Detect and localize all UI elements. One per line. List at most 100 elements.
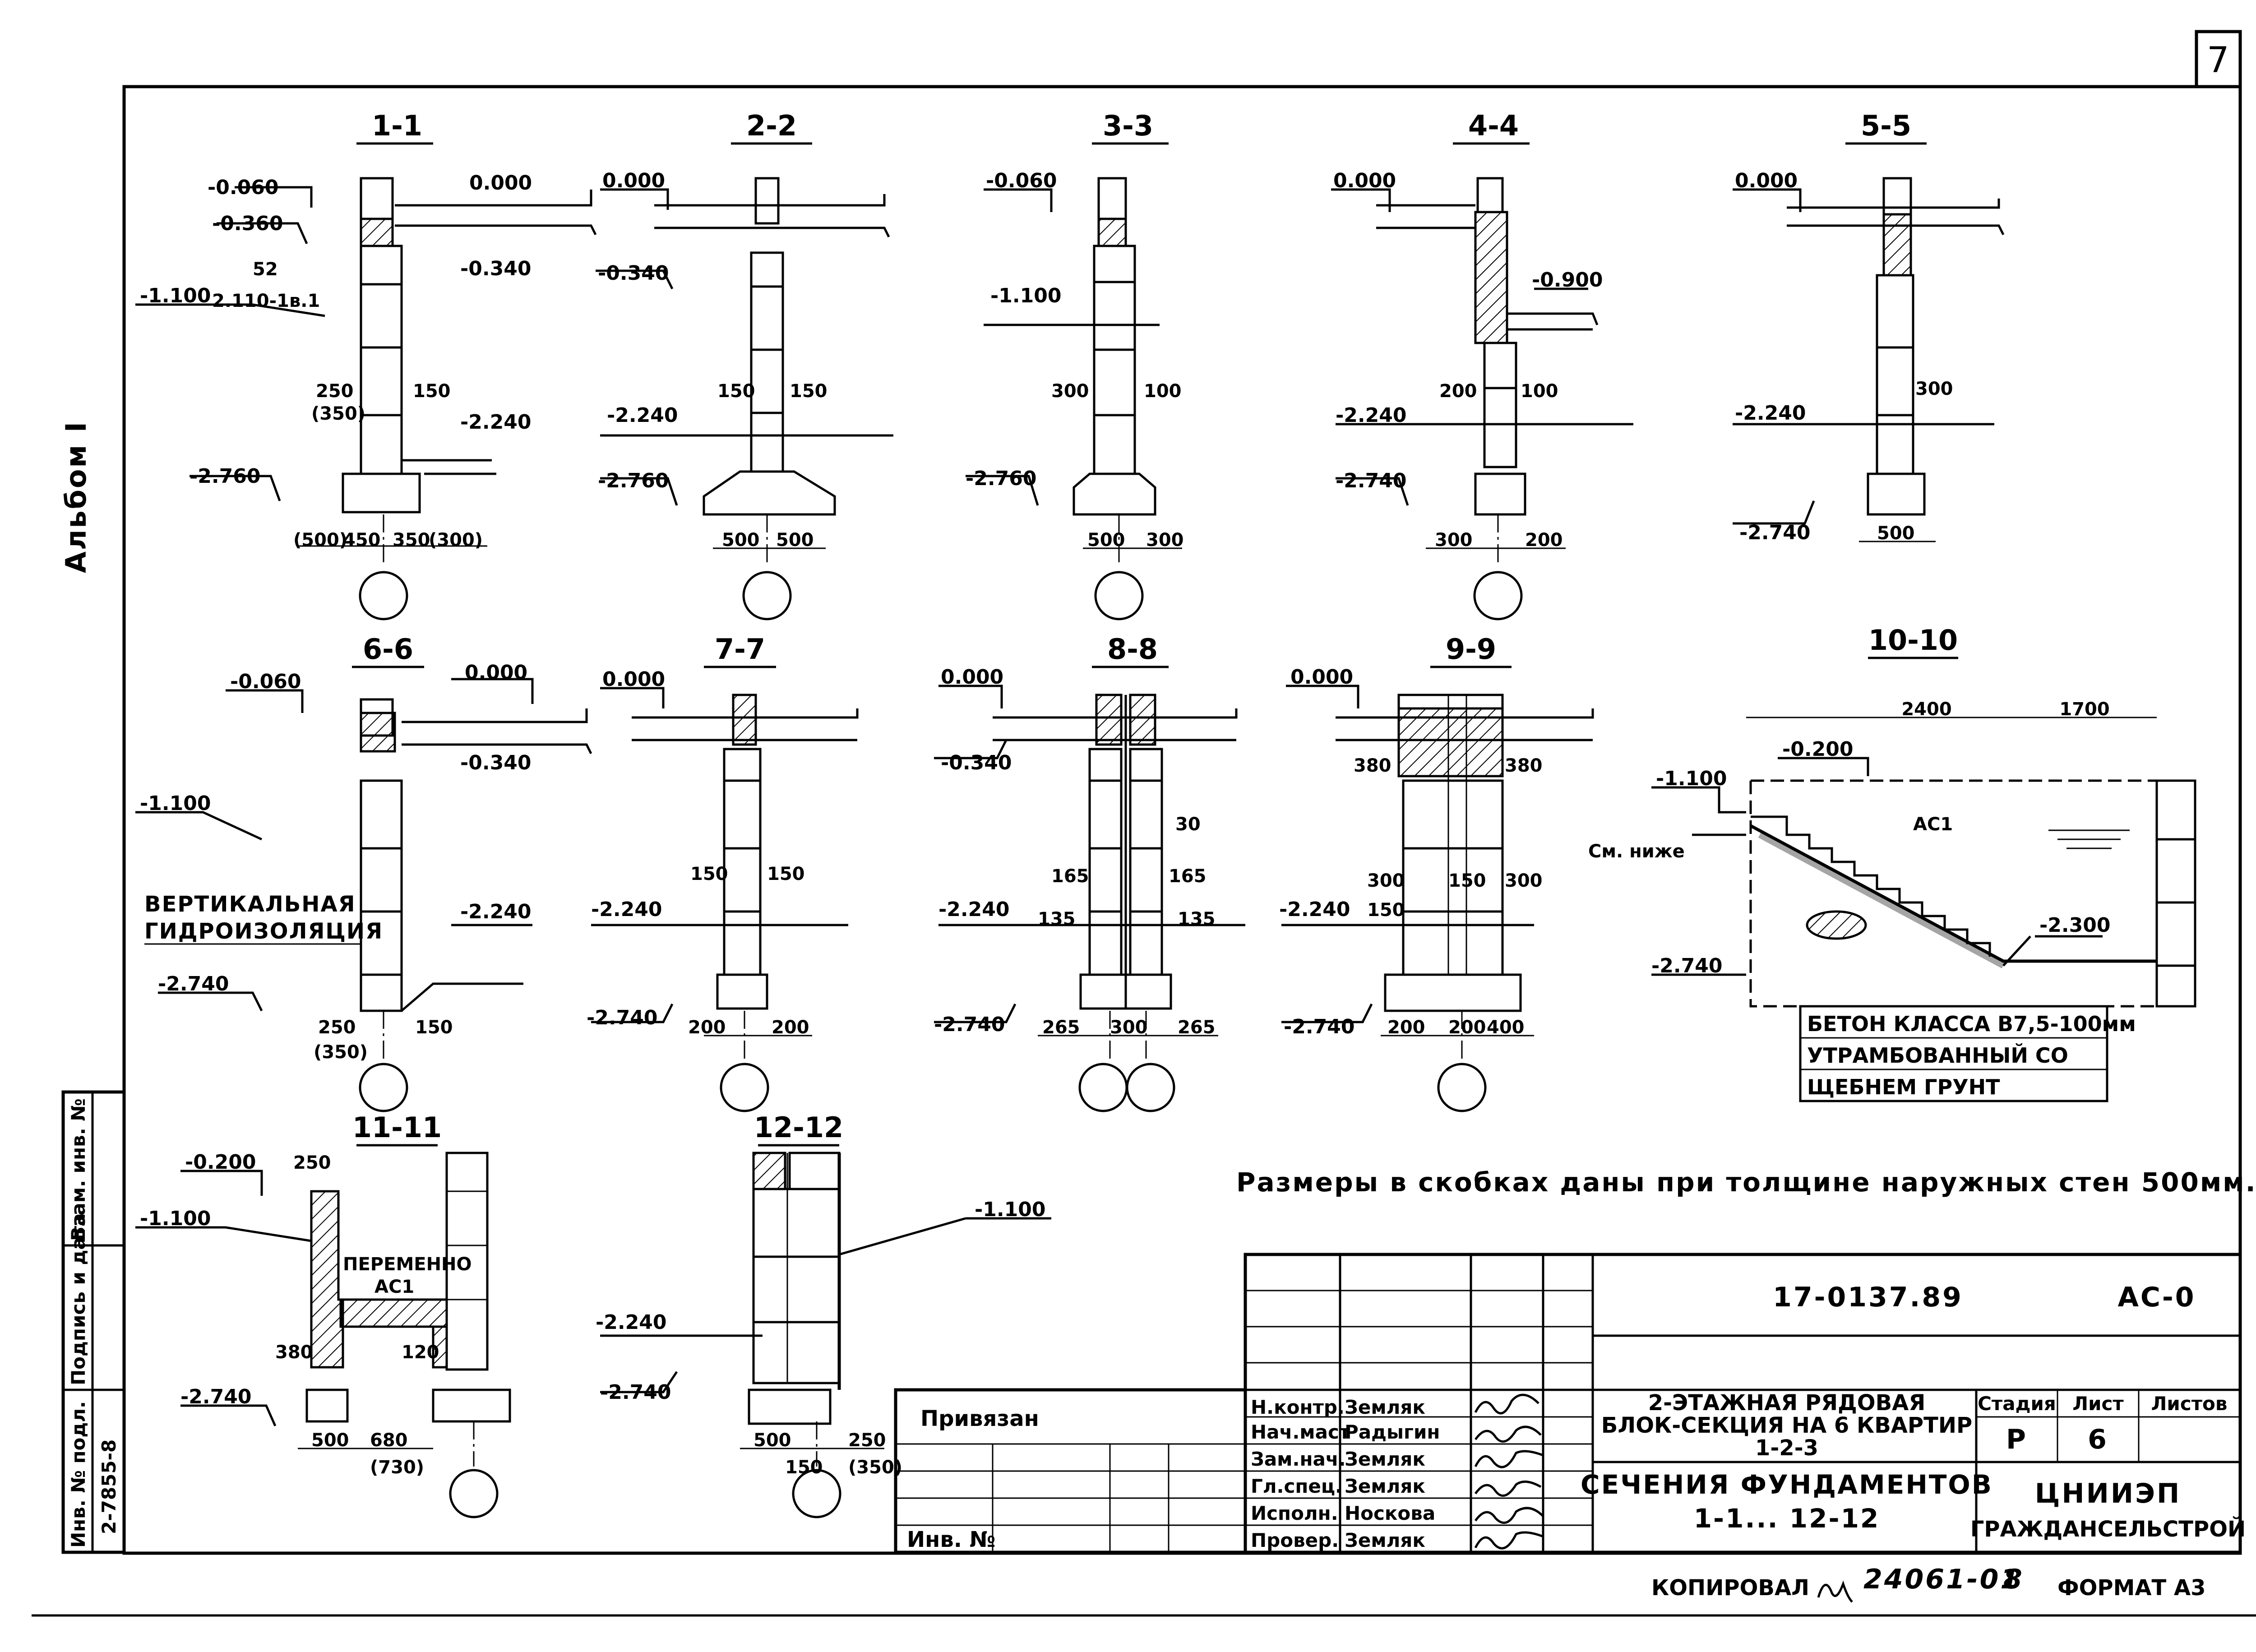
variable-label: ПЕРЕМЕННО [343,1254,472,1275]
stage-label: Стадия [1978,1393,2056,1415]
dim-label: 150 [767,864,805,884]
dim-label: 300 [1915,379,1953,399]
dim-label: (350) [311,403,365,424]
role-label: Провер. [1251,1529,1339,1551]
dim-label: 300 [1367,870,1405,891]
dim-label: 450 [343,530,381,551]
level-mark: -2.740 [1651,954,1722,977]
section-4-4: 4-4 0.000 -0.900 -2.240 -2.740 200 100 3… [1331,109,1633,620]
level-mark: -0.060 [230,670,301,693]
copy-digit: 8 [2003,1564,2024,1595]
role-label: Нач.маст [1251,1421,1350,1443]
section-8-8: 8-8 0.000 -0.340 -2.240 -2.740 30 165 16… [934,633,1245,1112]
dim-label: 165 [1169,866,1207,887]
level-mark: -2.740 [1336,469,1406,492]
dim-label: (300) [429,530,483,551]
section-7-7: 7-7 0.000 -2.240 -2.740 150 150 200 200 [587,633,859,1112]
level-mark: -0.340 [941,751,1012,774]
role-name: Земляк [1345,1529,1425,1551]
side-vzam: Взам. инв. № [67,1098,89,1241]
dim-label: 120 [402,1342,439,1363]
role-name: Радыгин [1345,1421,1440,1443]
level-mark: -2.740 [587,1006,657,1029]
level-mark: 0.000 [1333,169,1396,192]
org-name: ЦНИИЭП [2035,1478,2182,1509]
dim-label: 200 [772,1017,809,1038]
level-mark: -2.300 [2039,914,2110,937]
role-label: Исполн. [1251,1502,1338,1524]
sheet-title: 1-1... 12-12 [1694,1503,1880,1534]
dim-label: (350) [314,1042,368,1063]
side-stamp: Инв. № подл. Подпись и дата Взам. инв. №… [61,1090,126,1554]
sheet-value: 6 [2088,1424,2108,1455]
dim-label: 500 [1877,523,1915,544]
level-mark: -1.100 [975,1198,1045,1221]
role-name: Земляк [1345,1475,1425,1497]
rebar-label: АС1 [374,1277,414,1297]
dim-label: 500 [311,1430,349,1451]
dim-label: 165 [1051,866,1089,887]
section-title: 10-10 [1868,624,1958,657]
level-mark: -2.740 [180,1385,251,1408]
level-mark: -1.100 [140,1207,211,1230]
dim-label: 300 [1146,530,1184,551]
dim-label: 135 [1038,909,1076,930]
level-mark: -2.240 [1336,404,1406,427]
dim-label: 200 [688,1017,726,1038]
dim-label: 265 [1042,1017,1080,1038]
dim-label: 150 [785,1457,823,1478]
role-name: Носкова [1345,1502,1435,1524]
block-mark: 52 [253,259,278,280]
role-name: Земляк [1345,1448,1425,1470]
dim-label: 30 [1175,814,1201,835]
level-mark: -2.240 [1735,402,1806,425]
level-mark: -2.240 [460,411,531,434]
dim-label: 380 [1354,755,1392,776]
level-mark: 0.000 [602,169,665,192]
doc-code: 17-0137.89 [1773,1282,1963,1313]
doc-mark: АС-0 [2117,1282,2196,1313]
level-mark: -1.100 [140,792,211,815]
level-mark: 0.000 [469,171,532,194]
concrete-note: БЕТОН КЛАССА В7,5-100мм [1807,1012,2136,1036]
dim-label: 150 [1448,870,1486,891]
section-title: 4-4 [1468,109,1519,142]
dim-label: 200 [1525,530,1563,551]
section-3-3: 3-3 -0.060 -1.100 -2.760 300 100 500 300 [966,109,1184,620]
dim-label: 100 [1144,381,1182,402]
sheet-number: 7 [2207,40,2229,81]
level-mark: -2.240 [596,1311,666,1334]
section-9-9: 9-9 0.000 -2.240 -2.740 380 380 300 150 … [1279,633,1594,1112]
copier-signature [1817,1580,1853,1603]
dim-label: 265 [1178,1017,1216,1038]
level-mark: -2.740 [600,1381,671,1404]
section-12-12: 12-12 -1.100 -2.240 -2.740 500 250 150 (… [596,1111,1051,1518]
level-mark: 0.000 [602,668,665,691]
level-mark: -2.240 [607,404,678,427]
level-mark: -0.060 [986,169,1057,192]
level-mark: -1.100 [990,284,1061,307]
dim-label: 300 [1505,870,1543,891]
dim-label: 1700 [2059,699,2109,720]
level-mark: -2.240 [591,898,662,921]
level-mark: -2.740 [1284,1015,1355,1038]
dim-label: 500 [776,530,814,551]
dim-label: 300 [1110,1017,1148,1038]
level-mark: 0.000 [465,661,527,684]
section-title: 9-9 [1446,633,1496,666]
level-mark: 0.000 [941,666,1003,689]
level-mark: 0.000 [1735,169,1798,192]
waterproofing-note: ГИДРОИЗОЛЯЦИЯ [144,919,383,944]
level-mark: -0.340 [460,257,531,280]
dim-label: 100 [1521,381,1558,402]
section-title: 6-6 [363,633,413,666]
level-mark: -1.100 [140,284,211,307]
dim-label: 150 [1367,900,1405,921]
level-mark: -0.060 [208,176,278,199]
dim-label: 200 [1439,381,1477,402]
dim-label: 150 [790,381,828,402]
dim-label: 680 [370,1430,408,1451]
level-mark: -2.760 [966,467,1036,490]
dim-label: 250 [316,381,354,402]
